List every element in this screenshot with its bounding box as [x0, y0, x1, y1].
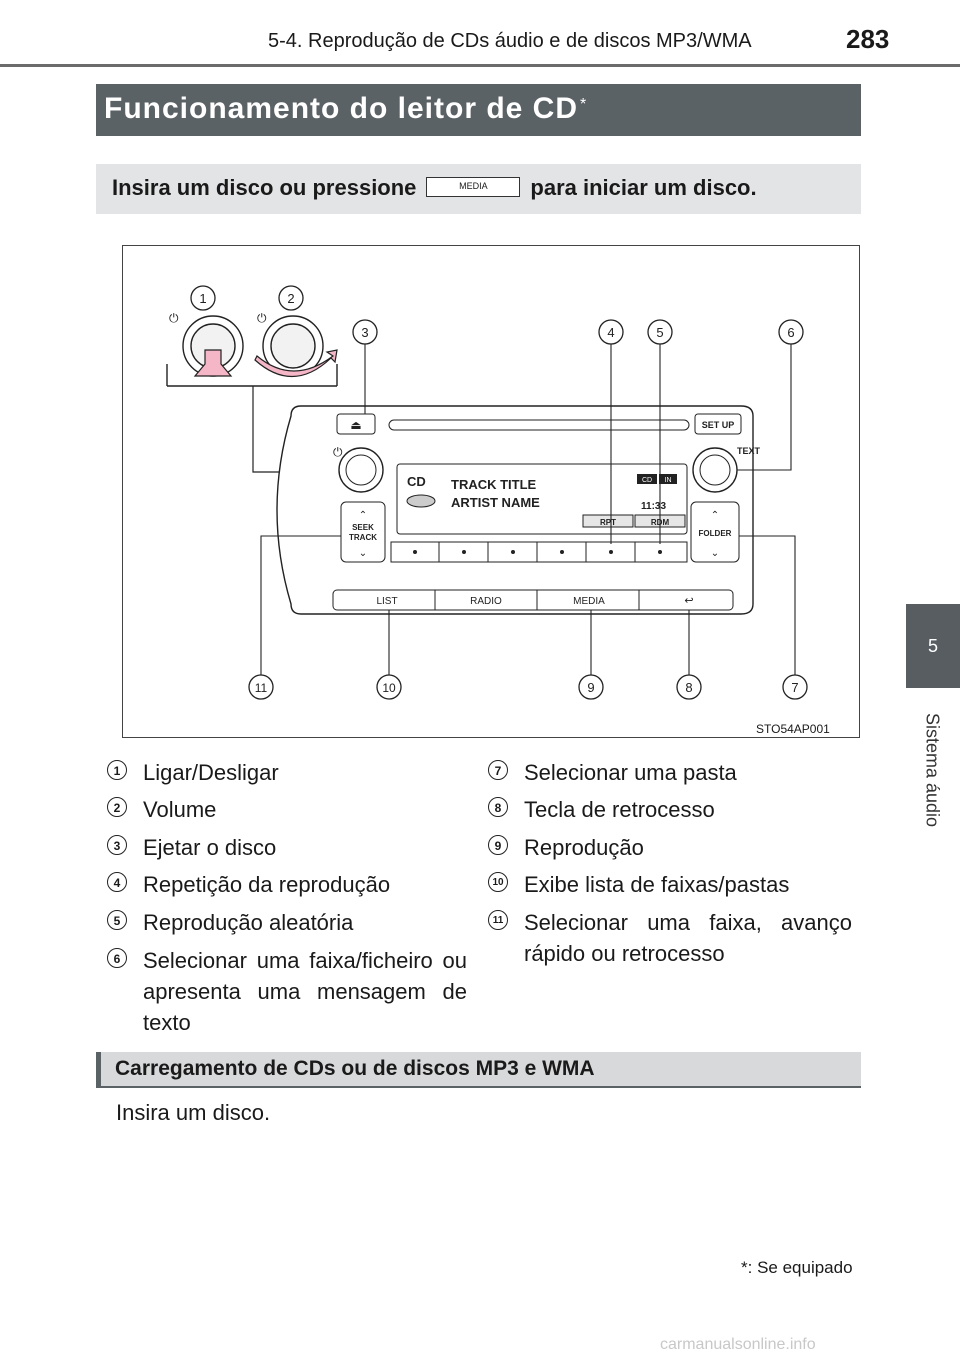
svg-text:⏻: ⏻	[169, 311, 179, 325]
cd-indicator-label: CD	[642, 477, 652, 484]
track-label: TRACK	[349, 533, 377, 542]
legend-text: Exibe lista de faixas/pastas	[524, 872, 790, 897]
chapter-label: Sistema áudio	[915, 705, 949, 835]
svg-text:⌄: ⌄	[359, 548, 367, 559]
callout-2: 2	[287, 291, 294, 306]
instruction-before: Insira um disco ou pressione	[112, 175, 417, 200]
instruction-box: Insira um disco ou pressione MEDIA para in…	[96, 164, 861, 214]
seek-label: SEEK	[352, 523, 374, 532]
main-title: Funcionamento do leitor de CD*	[96, 84, 861, 136]
callout-9: 9	[587, 680, 594, 695]
legend-number: 7	[488, 760, 508, 780]
in-indicator	[659, 474, 677, 484]
callout-8: 8	[685, 680, 692, 695]
header-rule	[0, 64, 960, 67]
legend-number: 3	[107, 835, 127, 855]
cd-player-illustration: ⏻ ⏻ ⏏ SET UP ⏻ TEXT CD TRACK TITLE ARTIS…	[166, 285, 808, 700]
folder-label: FOLDER	[699, 529, 732, 538]
seek-track-button	[340, 501, 386, 563]
figure-frame: ⏻ ⏻ ⏏ SET UP ⏻ TEXT CD TRACK TITLE ARTIS…	[122, 245, 860, 738]
legend-text: Tecla de retrocesso	[524, 797, 715, 822]
subsection-title: Carregamento de CDs ou de discos MP3 e W…	[96, 1052, 861, 1088]
main-title-marker: *	[580, 96, 588, 113]
setup-button	[694, 413, 742, 435]
push-arrow-icon	[193, 349, 233, 377]
back-icon: ↩	[684, 595, 693, 607]
artist-name: ARTIST NAME	[451, 495, 540, 510]
callout-11: 11	[255, 681, 268, 695]
rpt-indicator	[582, 514, 634, 528]
callout-4: 4	[607, 325, 614, 340]
body-text: Insira um disco.	[116, 1100, 271, 1125]
callout-6: 6	[787, 325, 794, 340]
main-title-text: Funcionamento do leitor de CD	[104, 92, 579, 125]
legend-number: 10	[488, 872, 508, 892]
track-title: TRACK TITLE	[451, 477, 537, 492]
preset-buttons	[390, 541, 688, 563]
section-title: 5-4. Reprodução de CDs áudio e de discos…	[268, 30, 752, 52]
cd-indicator	[637, 474, 657, 484]
in-indicator-label: IN	[665, 477, 672, 484]
media-button-label: MEDIA	[573, 596, 605, 607]
time-readout: 11:33	[641, 501, 666, 512]
legend-text: Reprodução aleatória	[143, 910, 354, 935]
legend-text: Ligar/Desligar	[143, 760, 279, 785]
legend-number: 1	[107, 760, 127, 780]
legend-text: Volume	[143, 797, 217, 822]
eject-button	[336, 413, 376, 435]
watermark: carmanualsonline.info	[660, 1336, 816, 1353]
legend-number: 8	[488, 797, 508, 817]
eject-icon: ⏏	[350, 418, 361, 432]
page-number: 283	[846, 24, 890, 54]
rpt-label: RPT	[600, 518, 616, 527]
legend-text: Selecionar uma pasta	[524, 760, 737, 785]
cd-slot	[388, 419, 690, 431]
legend-text: Selecionar uma faixa, avanço rápido ou r…	[524, 910, 852, 966]
disc-icon	[406, 494, 436, 508]
list-button-label: LIST	[376, 596, 397, 607]
function-buttons	[332, 589, 734, 611]
svg-text:⌃: ⌃	[711, 510, 719, 521]
chapter-tab: 5	[906, 604, 960, 688]
callout-circles	[190, 285, 808, 700]
footnote-text: : Se equipado	[747, 1258, 853, 1277]
legend-number: 6	[107, 948, 127, 968]
svg-text:⌄: ⌄	[711, 548, 719, 559]
turn-arrow-icon	[254, 349, 338, 378]
legend-number: 2	[107, 797, 127, 817]
instruction-after: para iniciar um disco.	[530, 175, 757, 200]
media-button-icon: MEDIA	[426, 177, 521, 198]
figure-id: STO54AP001	[756, 722, 830, 736]
legend-number: 4	[107, 872, 127, 892]
folder-button	[690, 501, 740, 563]
legend-text: Ejetar o disco	[143, 835, 277, 860]
footnote-marker: *	[741, 1258, 748, 1277]
callout-3: 3	[361, 325, 368, 340]
footnote: *: Se equipado	[741, 1258, 853, 1278]
knob-inset: ⏻ ⏻	[166, 311, 338, 387]
setup-label: SET UP	[702, 420, 735, 430]
svg-text:⏻: ⏻	[257, 311, 267, 325]
callout-leaders	[260, 344, 796, 676]
cd-logo: CD	[407, 474, 426, 489]
text-label: TEXT	[737, 446, 761, 456]
legend-number: 11	[488, 910, 508, 930]
legend-text: Reprodução	[524, 835, 644, 860]
chapter-label-text: Sistema áudio	[922, 712, 943, 828]
legend-text: Repetição da reprodução	[143, 872, 391, 897]
callout-7: 7	[791, 680, 798, 695]
callout-5: 5	[656, 325, 663, 340]
callout-1: 1	[199, 291, 206, 306]
power-icon: ⏻	[333, 445, 343, 459]
legend-number: 9	[488, 835, 508, 855]
svg-text:⌃: ⌃	[359, 510, 367, 521]
legend-number: 5	[107, 910, 127, 930]
legend-text: Selecionar uma faixa/ficheiro ou apresen…	[143, 948, 467, 1035]
radio-button-label: RADIO	[470, 596, 502, 607]
callout-10: 10	[382, 681, 396, 695]
